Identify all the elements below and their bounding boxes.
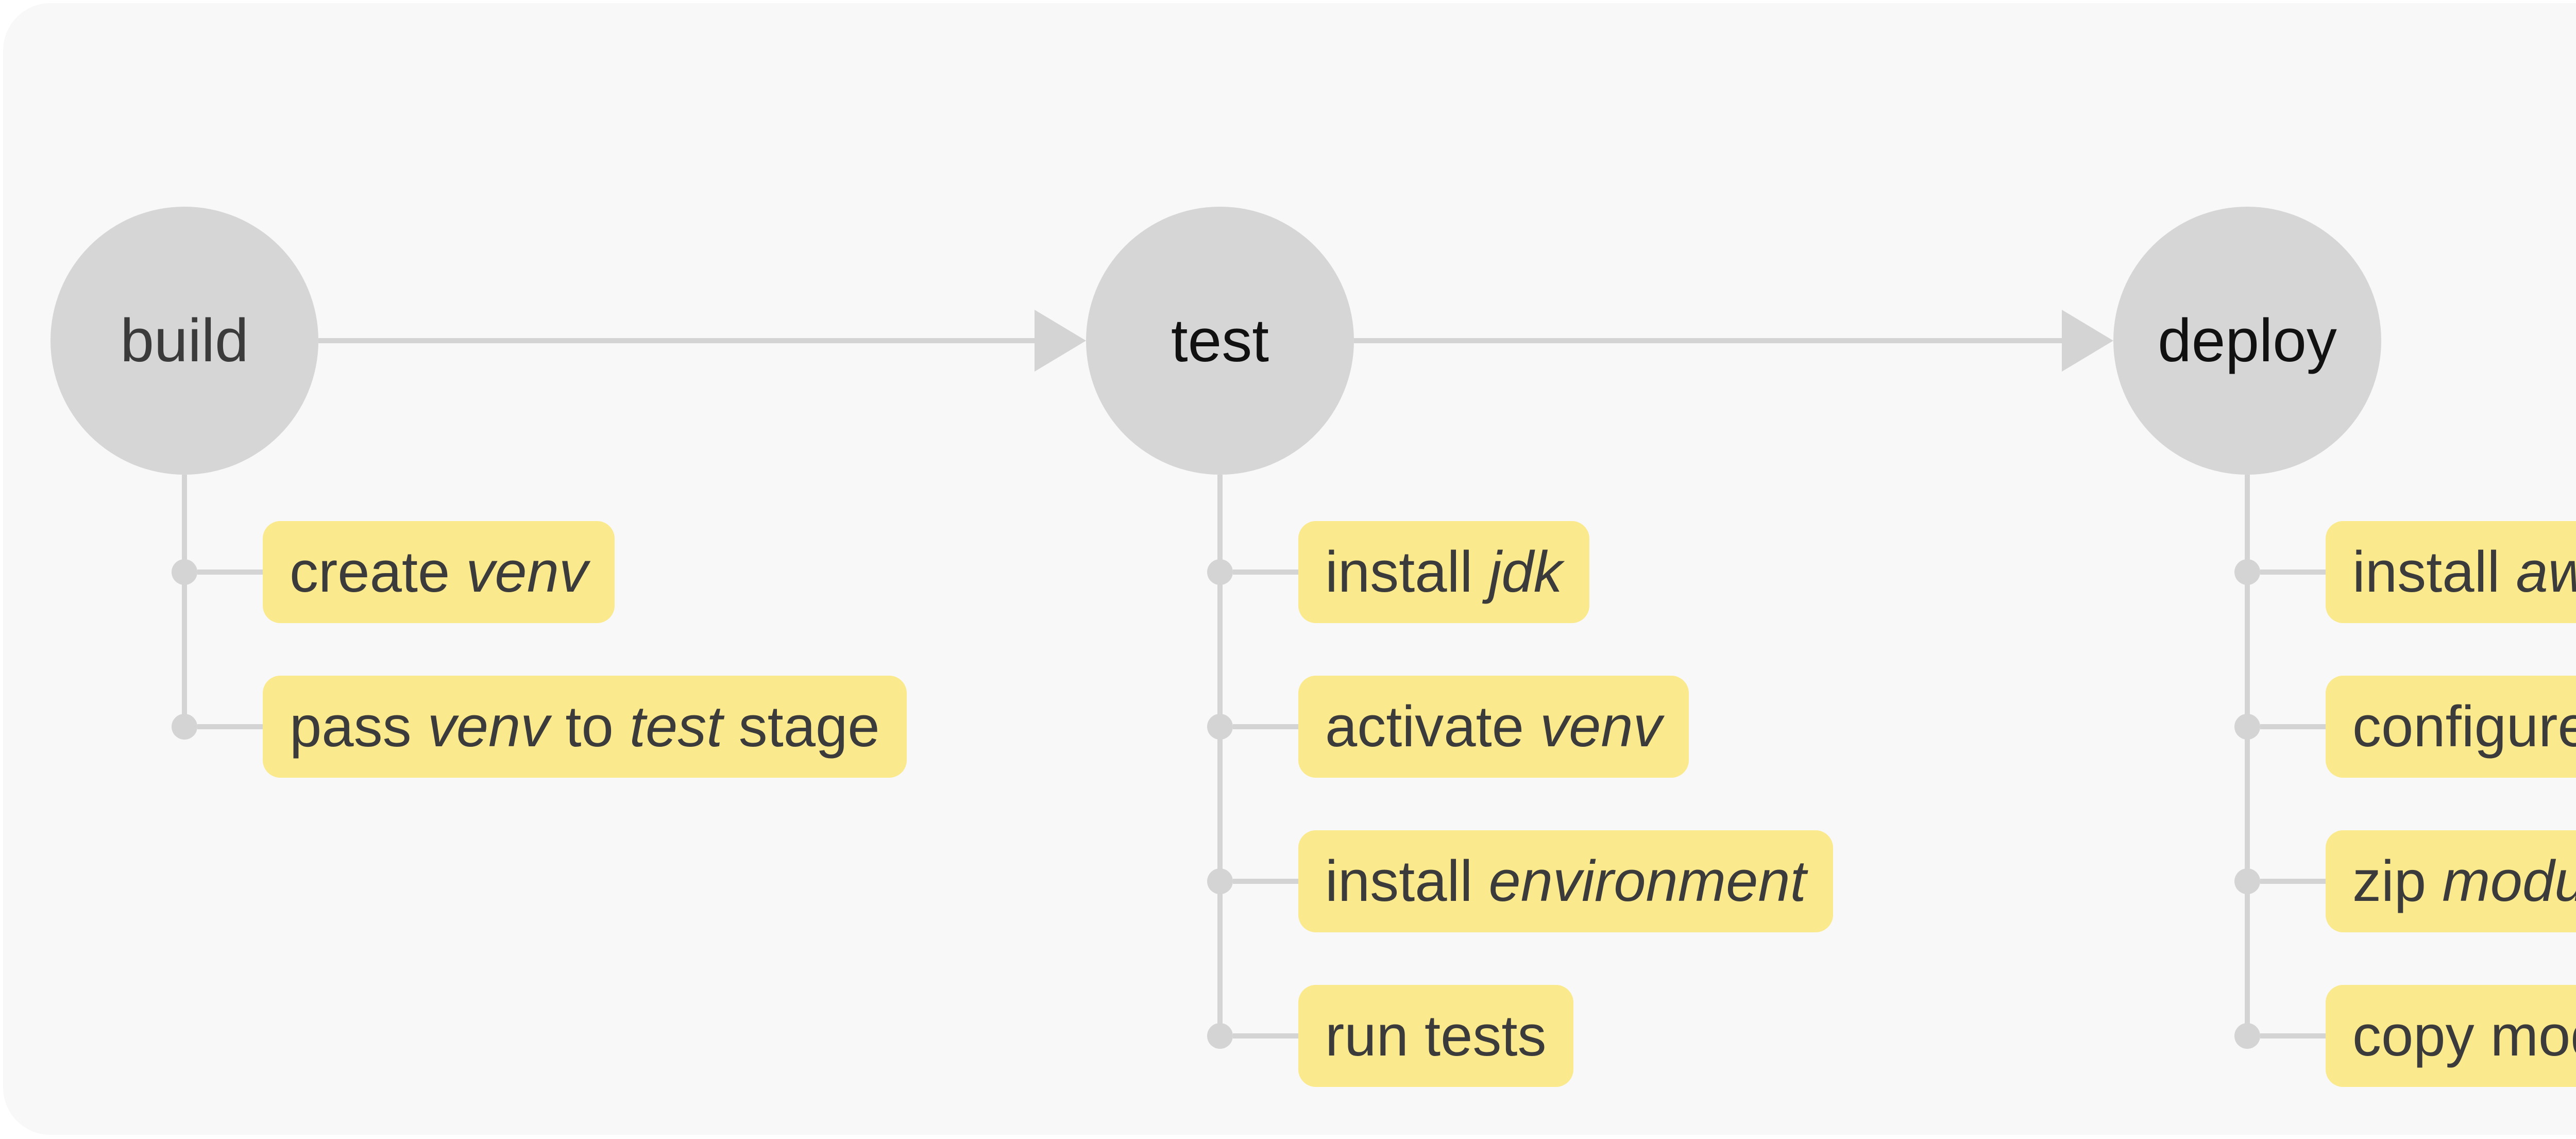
step-text-segment: venv bbox=[427, 694, 550, 759]
step-box-deploy-4: copy module_seed and main.py to s3 bbox=[2326, 985, 2576, 1087]
step-text-segment: module_seed bbox=[2442, 849, 2576, 913]
step-connector-line bbox=[2260, 724, 2326, 729]
stage-label-deploy: deploy bbox=[2158, 307, 2337, 375]
step-text-segment: awscli bbox=[2516, 540, 2576, 604]
step-text-segment: activate bbox=[1325, 694, 1540, 759]
step-text-segment: pass bbox=[290, 694, 428, 759]
step-text-segment: to bbox=[549, 694, 630, 759]
stage-stem-deploy bbox=[2245, 475, 2250, 1036]
step-text-segment: zip bbox=[2352, 849, 2443, 913]
step-connector-line bbox=[1233, 569, 1298, 575]
step-text-segment: jdk bbox=[1488, 540, 1563, 604]
stage-arrow-line-build-to-test bbox=[318, 338, 1035, 343]
step-connector-line bbox=[1233, 879, 1298, 884]
step-box-build-1: create venv bbox=[263, 521, 615, 623]
step-text-segment: run tests bbox=[1325, 1003, 1547, 1068]
step-connector-line bbox=[1233, 1033, 1298, 1038]
step-text-segment: test bbox=[629, 694, 723, 759]
step-node-dot bbox=[1207, 714, 1233, 740]
step-text-segment: install bbox=[2352, 540, 2516, 604]
step-box-test-2: activate venv bbox=[1298, 676, 1689, 778]
stage-stem-test bbox=[1217, 475, 1223, 1036]
step-node-dot bbox=[2234, 714, 2260, 740]
stage-circle-test: test bbox=[1086, 207, 1354, 475]
step-connector-line bbox=[1233, 724, 1298, 729]
step-node-dot bbox=[172, 714, 197, 740]
step-box-deploy-2: configure AWS credentials bbox=[2326, 676, 2576, 778]
step-text-segment: copy module_seed and main.py to s3 bbox=[2352, 1003, 2576, 1068]
step-text-segment: configure bbox=[2352, 694, 2576, 759]
stage-circle-build: build bbox=[50, 207, 318, 475]
stage-stem-build bbox=[182, 475, 187, 727]
arrowhead-icon bbox=[1035, 310, 1086, 372]
step-connector-line bbox=[2260, 569, 2326, 575]
step-node-dot bbox=[172, 559, 197, 585]
step-node-dot bbox=[1207, 559, 1233, 585]
step-box-deploy-3: zip module_seed bbox=[2326, 830, 2576, 932]
stage-circle-deploy: deploy bbox=[2113, 207, 2381, 475]
stage-label-test: test bbox=[1171, 307, 1269, 375]
step-box-deploy-1: install awscli bbox=[2326, 521, 2576, 623]
step-node-dot bbox=[2234, 1023, 2260, 1049]
step-connector-line bbox=[2260, 1033, 2326, 1038]
step-text-segment: environment bbox=[1488, 849, 1806, 913]
step-connector-line bbox=[2260, 879, 2326, 884]
step-text-segment: stage bbox=[722, 694, 880, 759]
step-box-test-1: install jdk bbox=[1298, 521, 1589, 623]
step-node-dot bbox=[2234, 559, 2260, 585]
step-text-segment: venv bbox=[466, 540, 588, 604]
step-node-dot bbox=[1207, 1023, 1233, 1049]
step-box-test-3: install environment bbox=[1298, 830, 1833, 932]
step-text-segment: install bbox=[1325, 540, 1489, 604]
step-box-test-4: run tests bbox=[1298, 985, 1573, 1087]
arrowhead-icon bbox=[2062, 310, 2113, 372]
step-node-dot bbox=[1207, 868, 1233, 894]
step-text-segment: venv bbox=[1540, 694, 1662, 759]
step-connector-line bbox=[197, 724, 263, 729]
step-box-build-2: pass venv to test stage bbox=[263, 676, 907, 778]
step-text-segment: create bbox=[290, 540, 466, 604]
stage-label-build: build bbox=[120, 307, 249, 375]
step-node-dot bbox=[2234, 868, 2260, 894]
step-connector-line bbox=[197, 569, 263, 575]
step-text-segment: install bbox=[1325, 849, 1489, 913]
stage-arrow-line-test-to-deploy bbox=[1354, 338, 2062, 343]
